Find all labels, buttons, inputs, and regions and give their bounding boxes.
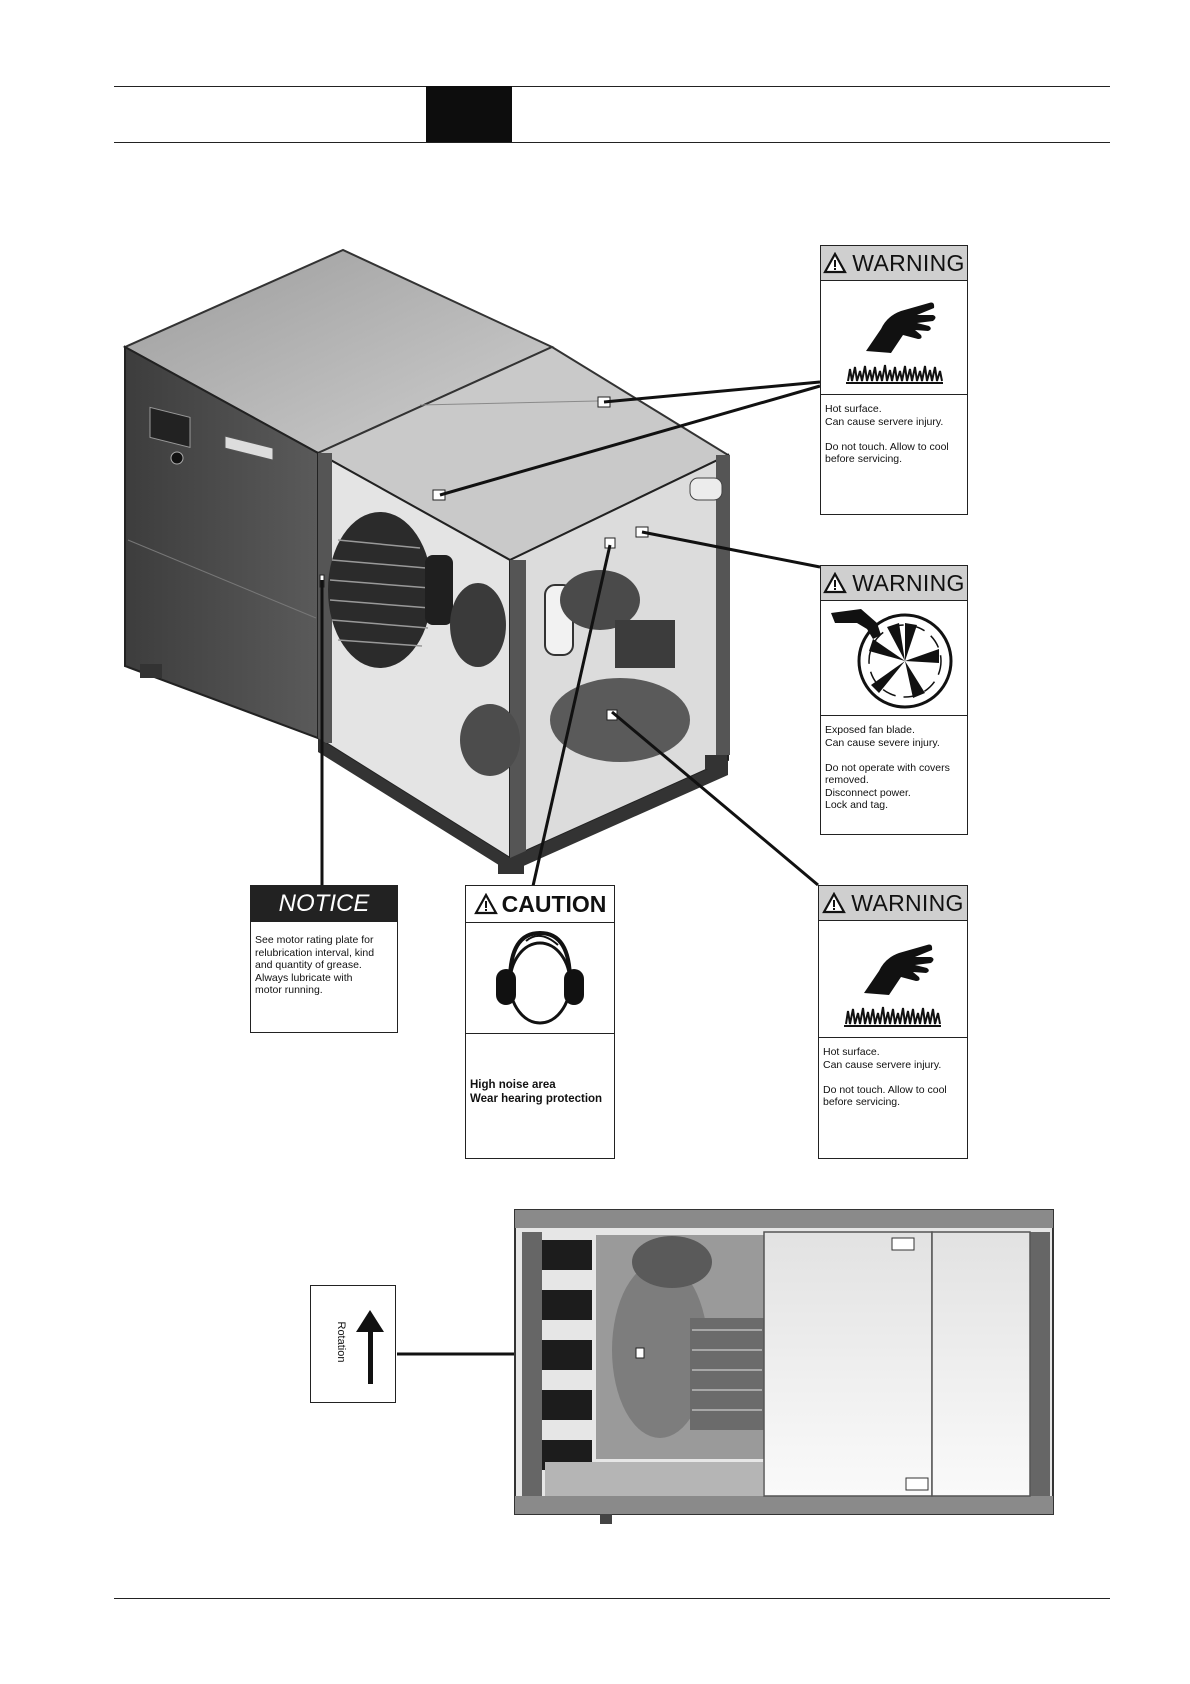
caution-label-text: High noise area Wear hearing protection (470, 1079, 603, 1105)
compressor-top-view (514, 1209, 1054, 1524)
header-black-tab (426, 86, 512, 142)
warning-label-header: WARNING (821, 246, 967, 281)
notice-label-title: NOTICE (278, 890, 370, 917)
hot-surface-hand-icon (821, 281, 967, 395)
warning-label-header: WARNING (821, 566, 967, 601)
compressor-3d-view (122, 248, 731, 874)
notice-label-lubrication: NOTICE See motor rating plate for relubr… (250, 885, 398, 1033)
notice-label-header: NOTICE (251, 886, 397, 922)
warning-label-title: WARNING (852, 569, 965, 596)
notice-label-text: See motor rating plate for relubrication… (255, 934, 375, 996)
caution-label-noise: CAUTION High noise area Wear hearing pro… (465, 885, 615, 1159)
warning-label-hot-surface-bottom: WARNING Hot surface. Can cause servere i… (818, 885, 968, 1159)
warning-label-text: Exposed fan blade. Can cause severe inju… (825, 724, 950, 811)
caution-label-header: CAUTION (466, 886, 614, 923)
warning-triangle-icon (823, 252, 848, 274)
warning-label-text: Hot surface. Can cause servere injury. D… (823, 1046, 947, 1108)
warning-label-header: WARNING (819, 886, 967, 921)
rotation-label-text: Rotation (335, 1321, 347, 1363)
warning-triangle-icon (822, 892, 847, 914)
rotation-label: Rotation (310, 1285, 396, 1403)
warning-label-title: WARNING (852, 249, 965, 276)
warning-triangle-icon (823, 572, 848, 594)
warning-label-fan-blade: WARNING Exposed fan blade. Can cause sev… (820, 565, 968, 835)
header-top-rule (114, 86, 1110, 87)
hot-surface-hand-icon (819, 921, 967, 1038)
warning-label-hot-surface-top: WARNING Hot surface. Can cause servere i… (820, 245, 968, 515)
warning-label-title: WARNING (851, 889, 964, 916)
warning-label-text: Hot surface. Can cause servere injury. D… (825, 403, 949, 465)
fan-blade-hand-icon (821, 601, 967, 716)
header-bottom-rule (114, 142, 1110, 143)
warning-triangle-icon (473, 893, 498, 915)
arrow-up-icon (356, 1310, 384, 1384)
caution-label-title: CAUTION (501, 890, 607, 917)
footer-rule (114, 1598, 1110, 1599)
leader-lines (320, 380, 821, 1356)
hearing-protection-icon (466, 923, 614, 1034)
